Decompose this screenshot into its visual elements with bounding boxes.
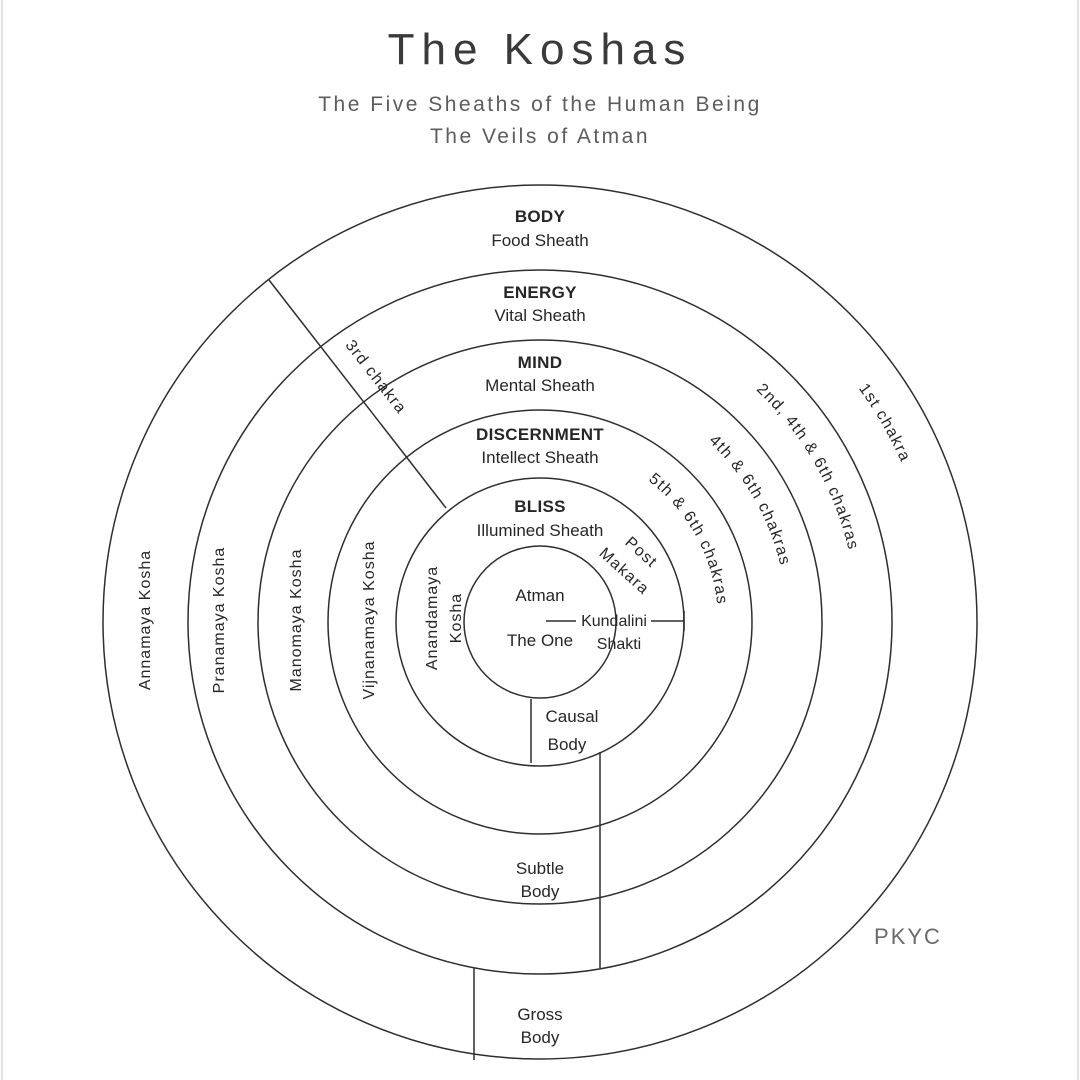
subtitle-line-2: The Veils of Atman <box>430 125 650 148</box>
subtle-body-label-line2: Body <box>521 882 560 901</box>
chakra-label-5th-6th: 5th & 6th chakras <box>646 470 731 606</box>
chakra-label-1st: 1st chakra <box>855 381 913 465</box>
ring-subtitle-food-sheath: Food Sheath <box>491 231 588 250</box>
page-title: The Koshas <box>388 25 693 74</box>
causal-body-label-line1: Causal <box>546 707 599 726</box>
circle-vital-sheath <box>187 269 893 975</box>
gross-body-label-line1: Gross <box>517 1005 562 1024</box>
ring-title-discernment: DISCERNMENT <box>476 425 604 444</box>
ring-subtitle-vital-sheath: Vital Sheath <box>494 306 585 325</box>
the-one-label: The One <box>507 631 573 650</box>
kosha-manomaya: Manomaya Kosha <box>288 549 305 692</box>
third-chakra-line <box>268 279 447 509</box>
atman-label: Atman <box>515 586 564 605</box>
kundalini-label: Kundalini <box>581 613 647 630</box>
subtle-body-label-line1: Subtle <box>516 859 564 878</box>
ring-title-mind: MIND <box>518 353 563 372</box>
ring-title-energy: ENERGY <box>503 283 577 302</box>
ring-subtitle-mental-sheath: Mental Sheath <box>485 376 595 395</box>
circle-mental-sheath <box>257 339 823 905</box>
kosha-vijnanamaya: Vijnanamaya Kosha <box>361 540 378 699</box>
ring-subtitle-intellect-sheath: Intellect Sheath <box>481 448 598 467</box>
circle-intellect-sheath <box>327 409 753 835</box>
kosha-pranamaya: Pranamaya Kosha <box>211 547 228 694</box>
kosha-anandamaya-line2: Kosha <box>448 593 465 643</box>
subtitle-line-1: The Five Sheaths of the Human Being <box>318 93 762 116</box>
chakra-label-4th-6th: 4th & 6th chakras <box>706 432 794 568</box>
circle-atman <box>463 545 617 699</box>
circle-food-sheath <box>102 184 978 1060</box>
shakti-label: Shakti <box>597 636 641 653</box>
kosha-annamaya: Annamaya Kosha <box>137 550 154 690</box>
signature-text: PKYC <box>874 924 942 949</box>
ring-subtitle-illumined-sheath: Illumined Sheath <box>477 521 604 540</box>
causal-body-label-line2: Body <box>548 735 587 754</box>
kosha-anandamaya-line1: Anandamaya <box>424 566 441 670</box>
gross-body-label-line2: Body <box>521 1028 560 1047</box>
ring-title-body: BODY <box>515 207 566 226</box>
ring-title-bliss: BLISS <box>514 497 566 516</box>
